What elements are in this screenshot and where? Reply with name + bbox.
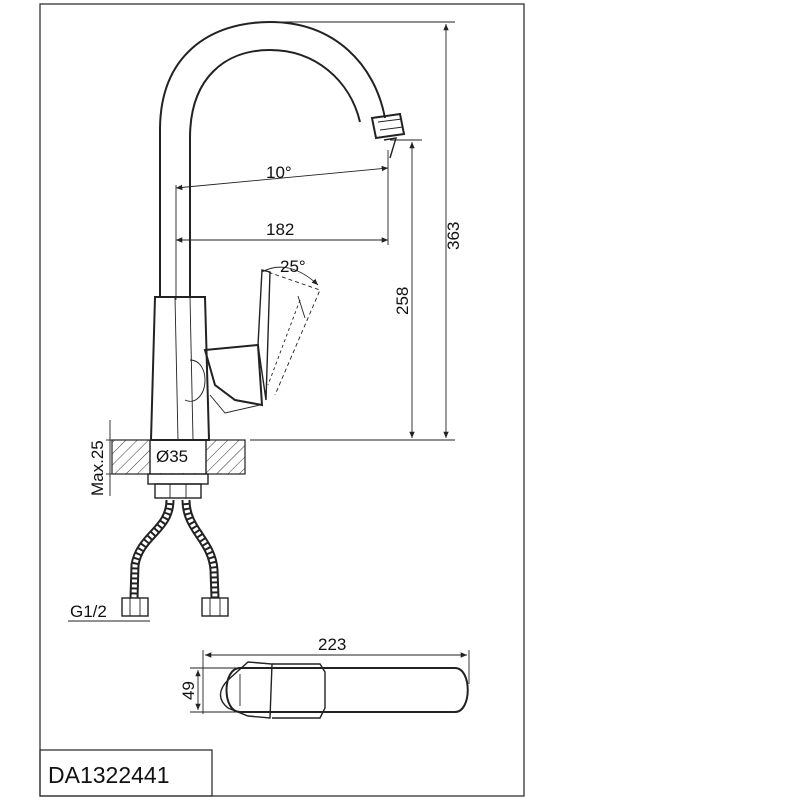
thread-label: G1/2 [70, 602, 107, 621]
spout-angle-label: 10° [266, 163, 292, 182]
handle-angle-label: 25° [280, 257, 306, 276]
counter-thickness-label: Max.25 [88, 440, 107, 496]
product-code: DA1322441 [48, 762, 170, 788]
top-width-label: 49 [179, 681, 198, 700]
drawing-frame [39, 3, 525, 797]
spout-height-label: 258 [393, 287, 412, 315]
top-view [219, 661, 469, 719]
mounting-nut [147, 473, 209, 499]
supply-hoses [121, 499, 229, 617]
faucet-body [149, 296, 211, 441]
hole-diameter-label: Ø35 [156, 447, 188, 466]
total-height-label: 363 [444, 222, 463, 250]
title-box [39, 749, 213, 797]
spout [159, 20, 406, 297]
lever-handle [184, 269, 321, 414]
top-length-label: 223 [318, 635, 346, 654]
spout-reach-label: 182 [266, 220, 294, 239]
